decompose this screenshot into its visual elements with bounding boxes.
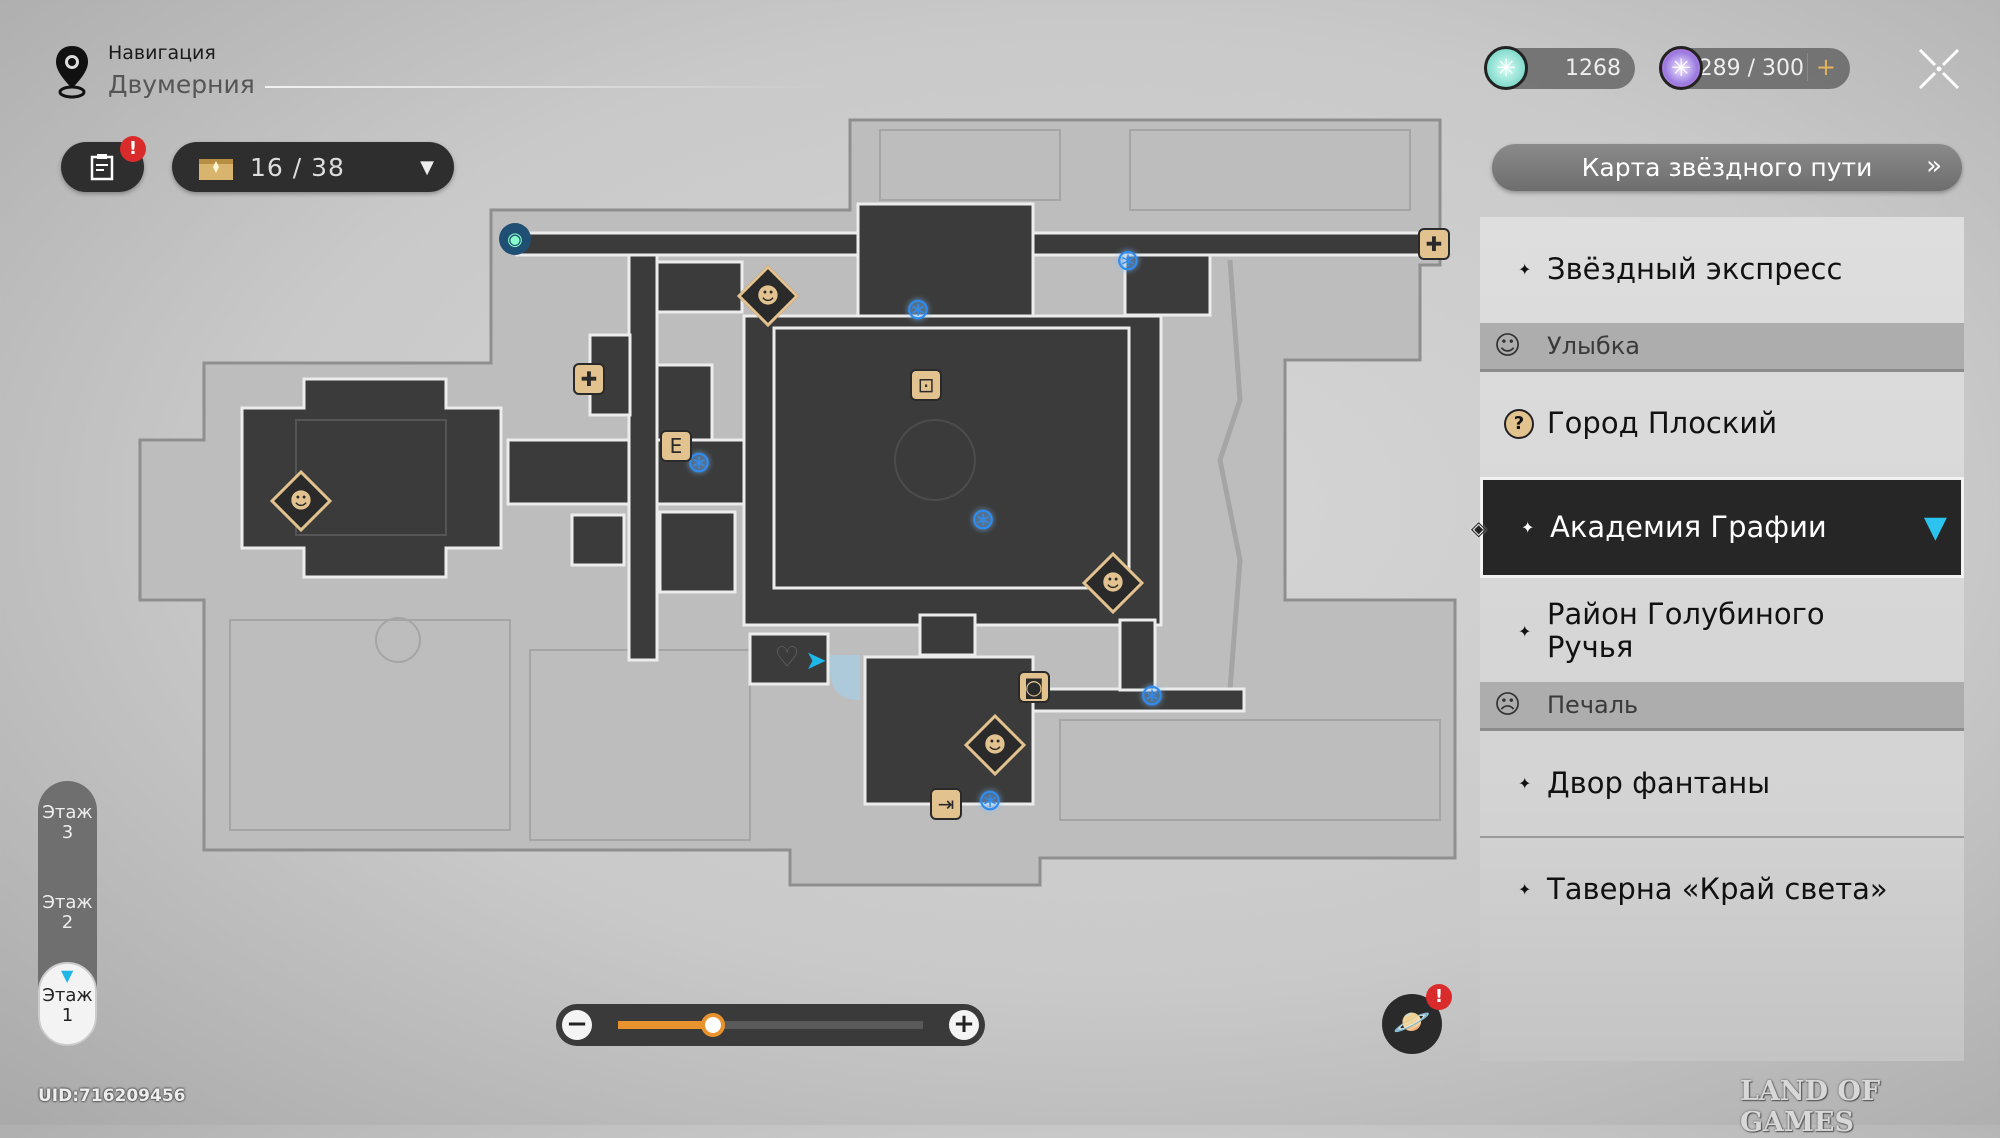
location-label: Академия Графии: [1550, 510, 1827, 544]
location-label: Таверна «Край света»: [1547, 871, 1888, 906]
stellar-jade-icon: ✳: [1484, 46, 1528, 90]
location-item-tavern[interactable]: ✦ Таверна «Край света»: [1480, 840, 1964, 938]
current-selection-pointer-icon: ◈: [1471, 515, 1487, 540]
space-anchor-icon[interactable]: ⊛: [970, 501, 996, 537]
alert-badge: !: [1426, 984, 1452, 1010]
group-label: Улыбка: [1547, 332, 1640, 360]
group-label: Печаль: [1547, 691, 1639, 719]
puzzle-icon[interactable]: ✚: [573, 363, 605, 395]
zoom-out-button[interactable]: −: [562, 1010, 592, 1040]
quest-question-icon: ?: [1504, 408, 1534, 439]
shop-bag-icon[interactable]: ◙: [1018, 671, 1050, 703]
current-floor-arrow-icon: ▼: [61, 966, 74, 985]
planet-icon: 🪐: [1393, 1005, 1431, 1040]
location-item-fountain-yard[interactable]: ✦ Двор фантаны: [1480, 731, 1964, 838]
location-item-pigeon-creek[interactable]: ✦ Район Голубиного Ручья: [1480, 580, 1964, 682]
treasure-chest-icon: [199, 159, 233, 180]
interastral-map-button[interactable]: 🪐 !: [1382, 984, 1452, 1054]
header-divider: [265, 86, 835, 88]
exit-door-icon[interactable]: ⇥: [930, 788, 962, 820]
space-anchor-icon[interactable]: ⊛: [1139, 677, 1165, 713]
watermark: LAND OF GAMES: [1740, 1076, 1881, 1138]
heart-room-icon: ♡: [774, 640, 800, 674]
star-map-label: Карта звёздного пути: [1581, 153, 1873, 182]
dropdown-caret-icon: ▼: [420, 157, 434, 178]
location-pin-icon: [56, 46, 88, 99]
location-label: Город Плоский: [1547, 406, 1778, 440]
nav-title: Навигация: [108, 42, 216, 64]
alert-badge: !: [120, 136, 146, 162]
location-label: Двор фантаны: [1547, 766, 1771, 800]
group-header-sad: ☹ Печаль: [1480, 682, 1964, 731]
puzzle-icon[interactable]: ✚: [1418, 228, 1450, 260]
exit-door-icon[interactable]: E: [660, 430, 692, 462]
mission-log-button[interactable]: !: [61, 136, 146, 192]
group-header-smile: ☺ Улыбка: [1480, 323, 1964, 372]
trailblaze-power-counter: ✳ 289 / 300 +: [1659, 46, 1850, 90]
player-location-arrow-icon: ▼: [1923, 510, 1947, 545]
location-label: Район Голубиного Ручья: [1547, 597, 1825, 664]
zoom-handle[interactable]: [700, 1013, 725, 1037]
zoom-in-button[interactable]: +: [949, 1010, 979, 1040]
location-item-flat-city[interactable]: ? Город Плоский: [1480, 372, 1964, 475]
swirl-icon[interactable]: ◉: [499, 223, 531, 255]
stellar-jade-value: 1268: [1565, 56, 1621, 81]
chest-counter-dropdown[interactable]: 16 / 38 ▼: [172, 142, 454, 192]
chest-count: 16 / 38: [250, 152, 345, 182]
trailblaze-power-icon: ✳: [1659, 46, 1703, 90]
clipboard-icon: [90, 154, 114, 181]
trailblaze-power-value: 289 / 300: [1698, 56, 1804, 81]
zoom-slider[interactable]: − +: [556, 1004, 985, 1046]
player-uid: UID:716209456: [38, 1086, 186, 1106]
player-view-cone: [830, 655, 860, 700]
region-name: Двумерния: [108, 70, 255, 99]
location-item-star-express[interactable]: ✦ Звёздный экспресс: [1480, 217, 1964, 321]
double-chevron-icon: »: [1926, 151, 1942, 181]
sparkle-icon: ✦: [1518, 879, 1532, 899]
sparkle-icon: ✦: [1518, 774, 1532, 793]
space-anchor-icon[interactable]: ⊛: [1115, 242, 1141, 278]
sparkle-icon: ✦: [1518, 621, 1532, 641]
robot-vendor-icon[interactable]: ⊡: [910, 369, 942, 401]
player-arrow-icon: ➤: [805, 646, 827, 676]
smile-face-icon: ☺: [1494, 331, 1522, 361]
location-label: Звёздный экспресс: [1547, 251, 1843, 286]
sparkle-icon: ✦: [1518, 259, 1532, 279]
sad-face-icon: ☹: [1494, 690, 1522, 720]
stellar-jade-counter: ✳ 1268: [1484, 46, 1635, 90]
space-anchor-icon[interactable]: ⊛: [977, 782, 1003, 818]
close-icon[interactable]: [1916, 46, 1962, 92]
location-item-academy-selected[interactable]: ◈ ✦ Академия Графии ▼: [1471, 477, 1964, 578]
location-list: ✦ Звёздный экспресс ☺ Улыбка ? Город Пло…: [1471, 217, 1964, 1061]
add-power-button[interactable]: +: [1806, 53, 1836, 81]
star-map-button[interactable]: Карта звёздного пути »: [1492, 144, 1962, 191]
sparkle-icon: ✦: [1521, 518, 1535, 537]
zoom-track[interactable]: [618, 1013, 923, 1037]
zoom-fill: [618, 1021, 713, 1029]
space-anchor-icon[interactable]: ⊛: [905, 291, 931, 327]
